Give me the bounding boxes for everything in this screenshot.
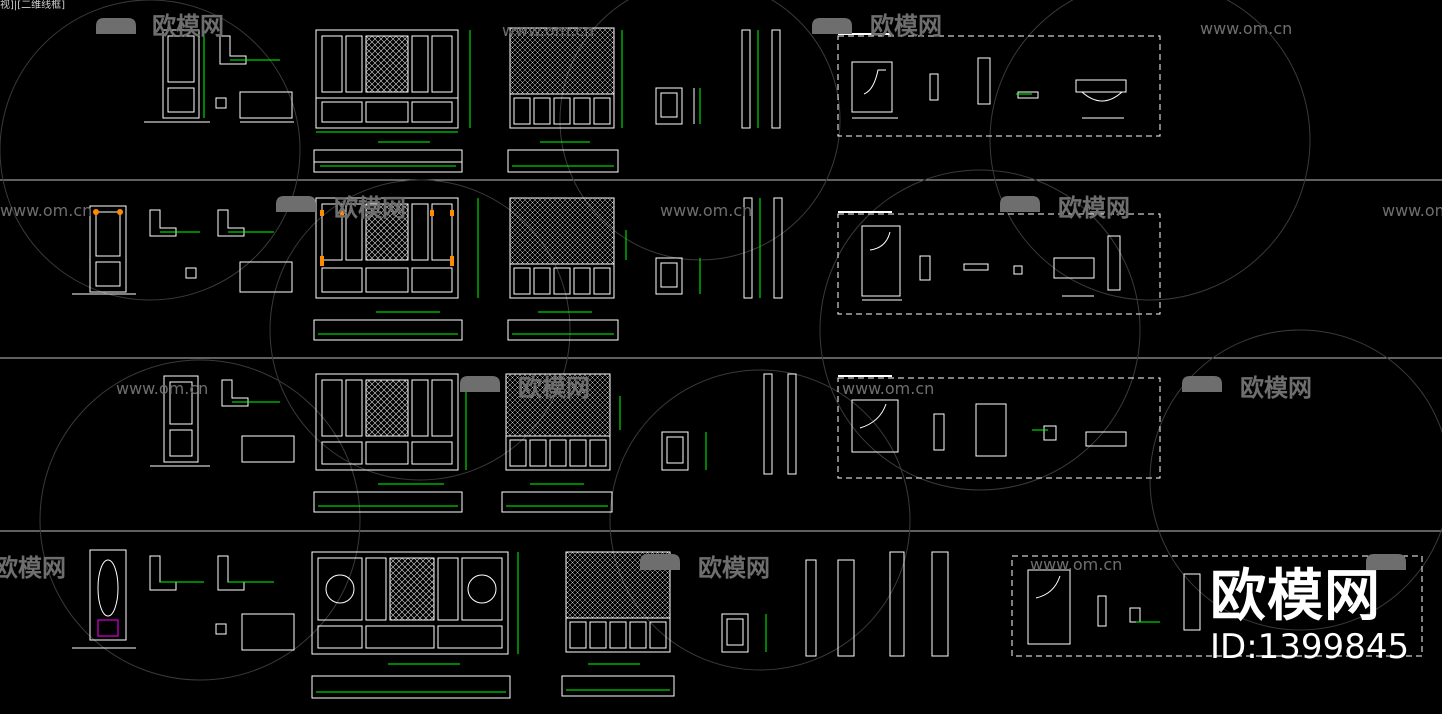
row-3-drawings[interactable] [150,373,1161,513]
row-1-drawings[interactable] [144,27,1161,173]
watermark-brand: 欧模网 [0,554,66,582]
pilaster-elevation[interactable] [763,373,797,475]
watermark-brand: 欧模网 [1240,374,1312,402]
watermark-badge-id: ID:1399845 [1210,627,1410,667]
watermark-brand: 欧模网 [698,554,770,582]
viewport-label[interactable]: 视]|[二维线框] [0,0,66,11]
watermark-brand: 欧模网 [152,12,224,40]
molding-details-box[interactable] [1011,555,1423,657]
row-2-drawings[interactable] [72,197,1161,341]
wall-elevation-b[interactable] [507,27,623,173]
pilaster-elevation[interactable] [741,29,781,129]
molding-details-box[interactable] [837,375,1161,479]
watermark-badge: 欧模网 ID:1399845 [1210,564,1410,667]
watermark-url: www.om.cn [0,201,92,220]
frame-section[interactable] [215,35,294,123]
door-elevation[interactable] [72,205,136,295]
sofa-icon [1000,196,1040,212]
frame-section[interactable] [149,555,295,651]
watermark-brand: 欧模网 [1058,194,1130,222]
sofa-icon [276,196,316,212]
small-panel-detail[interactable] [655,257,701,295]
watermark-brand: 欧模网 [870,12,942,40]
frame-section[interactable] [221,379,295,463]
pilaster-elevation[interactable] [805,551,949,657]
watermark-url: www.om.cn [660,201,752,220]
frame-section[interactable] [149,209,293,293]
wall-elevation-b[interactable] [507,197,627,341]
wall-elevation-a[interactable] [313,197,479,341]
row-separators [0,179,1442,532]
watermark-url: www.om.cn [1200,19,1292,38]
molding-details-box[interactable] [837,33,1161,137]
wall-elevation-a[interactable] [311,551,519,699]
watermark-url: www.om.cn [842,379,934,398]
sofa-icon [460,376,500,392]
pilaster-elevation[interactable] [743,197,783,299]
watermark-url: www.om.cn [116,379,208,398]
wall-elevation-b[interactable] [561,551,675,697]
small-panel-detail[interactable] [661,431,707,471]
small-panel-detail[interactable] [721,613,767,653]
sofa-icon [96,18,136,34]
door-elevation[interactable] [72,549,136,649]
wall-elevation-a[interactable] [313,373,467,513]
molding-details-box[interactable] [837,211,1161,315]
watermark-badge-brand: 欧模网 [1210,564,1381,629]
door-elevation[interactable] [150,375,210,467]
watermark-brand: 欧模网 [518,374,590,402]
sofa-icon [812,18,852,34]
dimension-marks [376,93,1160,665]
door-elevation[interactable] [144,29,210,123]
watermark-url: www.om.cn [502,21,594,40]
watermark-url: www.om.cn [1382,201,1442,220]
small-panel-detail[interactable] [655,87,701,125]
wall-elevation-a[interactable] [313,29,471,173]
watermark-url: www.om.cn [1030,555,1122,574]
wall-elevation-b[interactable] [501,373,621,513]
sofa-icon [1182,376,1222,392]
watermark-brand: 欧模网 [334,194,406,222]
sofa-icon [1366,554,1406,570]
watermark-logos: 欧模网 www.om.cn 欧模网 www.om.cn www.om.cn 欧模… [0,12,1442,582]
sofa-icon [640,554,680,570]
